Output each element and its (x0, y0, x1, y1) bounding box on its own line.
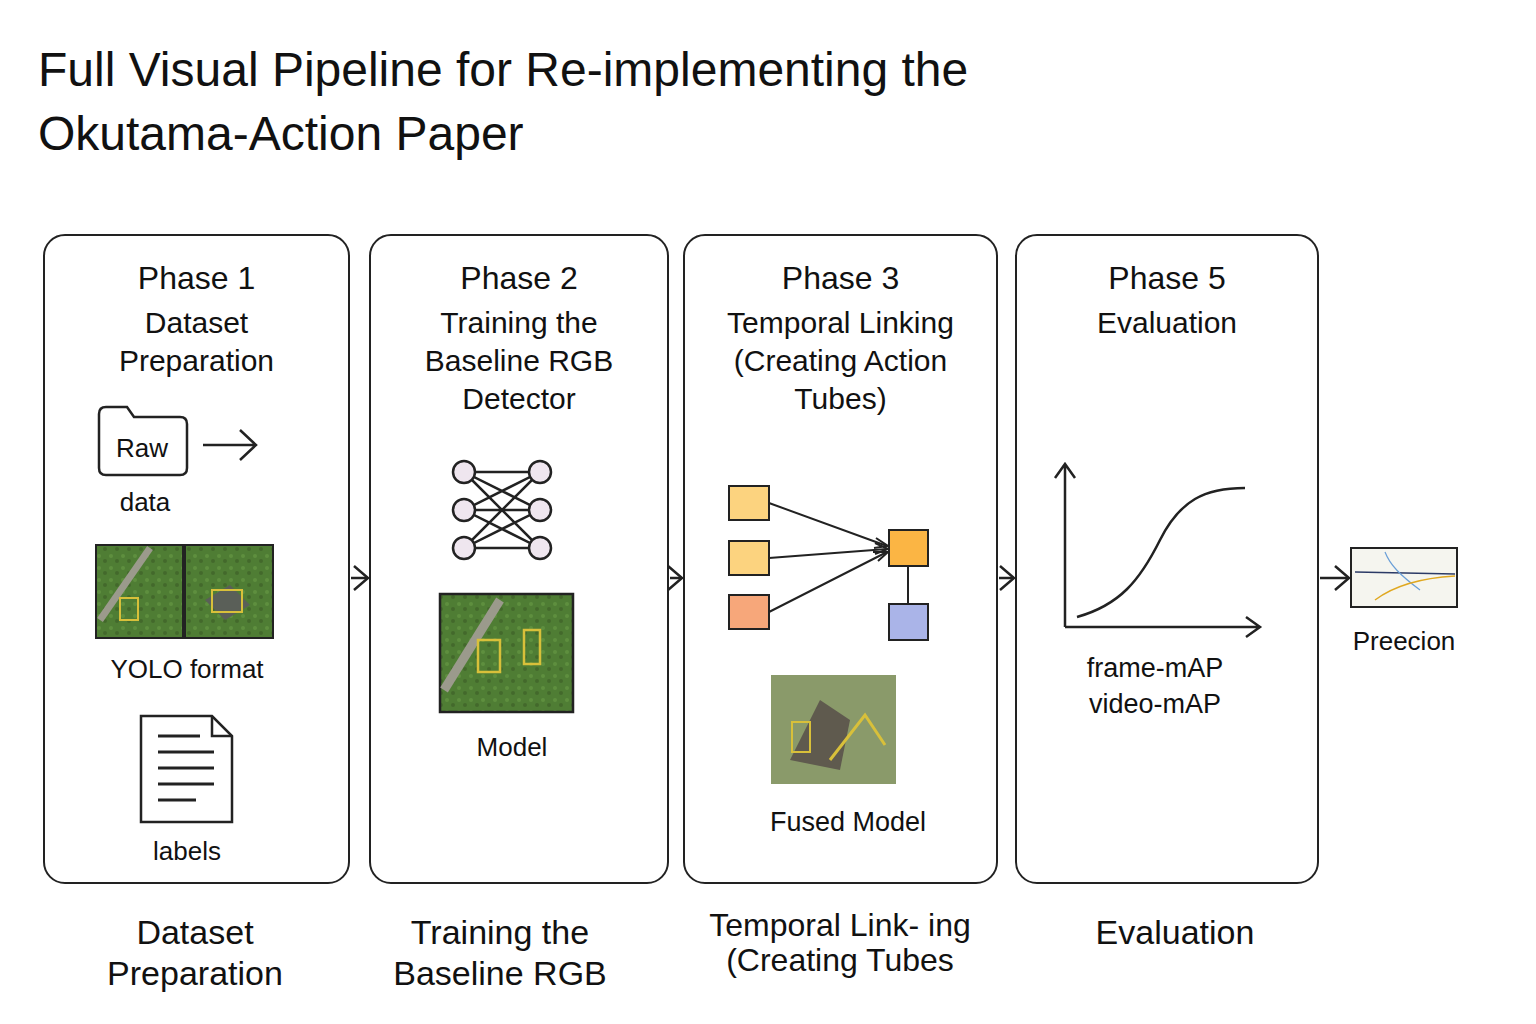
linking-graph (729, 486, 928, 640)
phase-box: Phase 3 Temporal Linking (Creating Action… (683, 234, 998, 884)
caption: YOLO format (110, 653, 263, 686)
flow-arrow (1320, 566, 1349, 590)
phase-footer: Training the Baseline RGB (375, 912, 625, 994)
phase-box: Phase 1 Dataset Preparation (43, 234, 350, 884)
phase-title: Temporal Linking (Creating Action Tubes) (711, 304, 971, 418)
metric-label: frame-mAP (1087, 651, 1224, 685)
phase-footer: Evaluation (1050, 912, 1300, 953)
title: Full Visual Pipeline for Re-implementing… (38, 38, 1168, 166)
precision-thumbnail (1350, 547, 1458, 608)
thumbnail-label: Preecion (1353, 626, 1456, 657)
phase-title: Training the Baseline RGB Detector (399, 304, 639, 418)
flow-arrow (668, 566, 682, 590)
caption: Fused Model (770, 805, 926, 839)
caption: labels (153, 835, 221, 868)
metric-label: video-mAP (1089, 687, 1221, 721)
phase-number: Phase 5 (1017, 258, 1317, 298)
flow-arrow (999, 566, 1014, 590)
fused-image (771, 675, 896, 784)
phase-box: Phase 2 Training the Baseline RGB Detecto… (369, 234, 669, 884)
caption: Model (477, 731, 548, 764)
network-icon (453, 461, 551, 559)
phase-number: Phase 1 (45, 258, 348, 298)
folder-icon (99, 407, 256, 475)
caption: data (120, 486, 171, 519)
phase-box: Phase 5 Evaluation (1015, 234, 1319, 884)
phase-title: Dataset Preparation (92, 304, 302, 380)
phase-number: Phase 3 (685, 258, 996, 298)
flow-arrow (351, 566, 368, 590)
aerial-images (96, 545, 273, 638)
phase-footer: Dataset Preparation (75, 912, 315, 994)
precision-thumbnail-box: Preecion (1350, 547, 1458, 608)
phase-title: Evaluation (1047, 304, 1287, 342)
phase-footer: Temporal Link- ing (Creating Tubes (705, 908, 975, 978)
folder-label: Raw (116, 432, 168, 465)
pr-curve (1055, 464, 1260, 637)
document-icon (141, 716, 232, 822)
model-image (440, 594, 573, 712)
phase-number: Phase 2 (371, 258, 667, 298)
